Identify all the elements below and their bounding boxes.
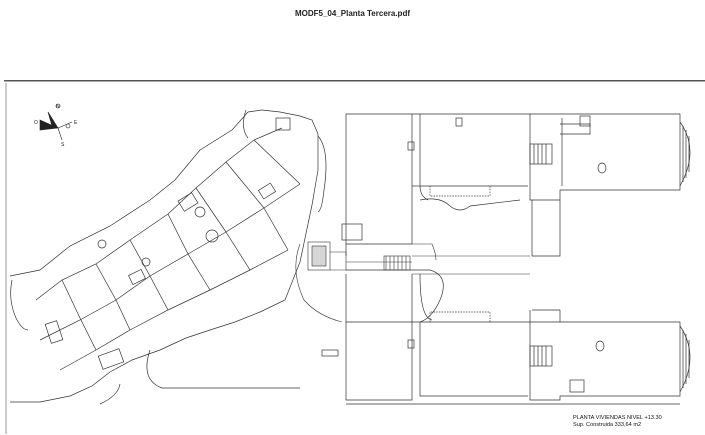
stair-core [295, 241, 411, 323]
viewer-header: MODF5_04_Planta Tercera.pdf [0, 0, 705, 80]
compass-label-o: O [34, 120, 38, 126]
plan-caption-area: Sup. Construida 333,64 m2 [573, 422, 642, 428]
compass-icon [39, 103, 73, 141]
compass-label-s: S [61, 142, 65, 148]
east-lower-unit [321, 269, 691, 405]
plan-caption: PLANTA VIVIENDAS NIVEL +13.30 Sup. Const… [573, 415, 662, 429]
pdf-page[interactable] [4, 80, 705, 435]
document-title: MODF5_04_Planta Tercera.pdf [294, 9, 410, 18]
plan-caption-level: PLANTA VIVIENDAS NIVEL +13.30 [573, 415, 662, 421]
corridor-walls [346, 243, 530, 275]
compass-label-e: E [74, 120, 78, 126]
west-wing-outline [9, 109, 327, 405]
compass-label-n: N [56, 104, 60, 110]
east-upper-unit [341, 113, 691, 257]
